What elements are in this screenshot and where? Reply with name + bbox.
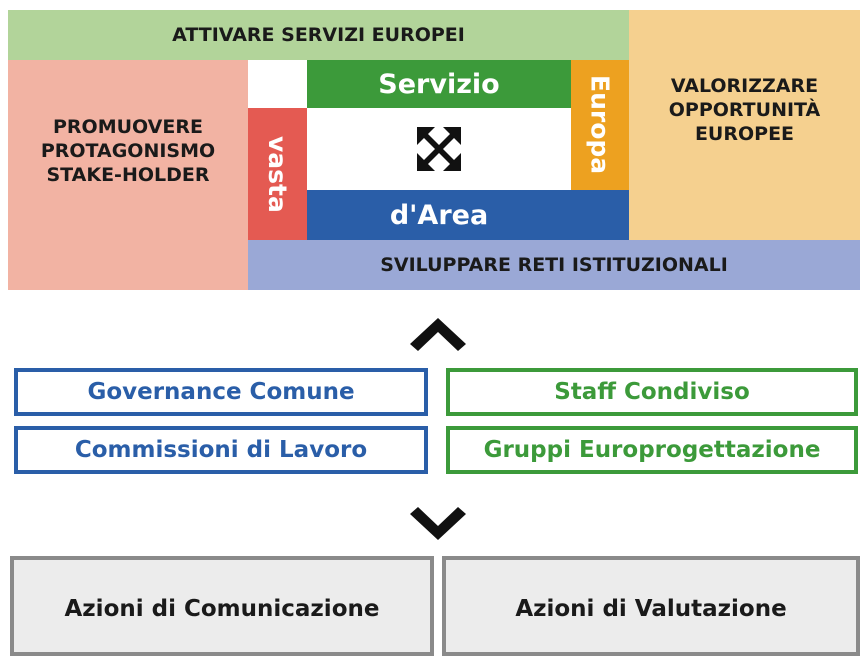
expand-arrows-icon	[417, 127, 461, 171]
sviluppare-reti-band: SVILUPPARE RETI ISTITUZIONALI	[248, 240, 860, 290]
chevron-down-icon	[410, 507, 466, 540]
vasta-bar: vasta	[248, 108, 307, 240]
attivare-servizi-europei-band: ATTIVARE SERVIZI EUROPEI	[8, 10, 629, 60]
staff-condiviso-box: Staff Condiviso	[446, 368, 858, 416]
gruppi-label: Gruppi Europrogettazione	[483, 437, 821, 463]
commissioni-di-lavoro-box: Commissioni di Lavoro	[14, 426, 428, 474]
comunicazione-label: Azioni di Comunicazione	[64, 596, 380, 622]
promuovere-block: PROMUOVERE PROTAGONISMO STAKE-HOLDER	[8, 60, 248, 290]
gruppi-europrogettazione-box: Gruppi Europrogettazione	[446, 426, 858, 474]
valutazione-label: Azioni di Valutazione	[515, 596, 787, 622]
commissioni-label: Commissioni di Lavoro	[74, 437, 368, 463]
servizio-label: Servizio	[378, 68, 500, 100]
chevron-up-icon	[410, 318, 466, 351]
vasta-label: vasta	[263, 135, 292, 213]
valorizzare-block: VALORIZZARE OPPORTUNITÀ EUROPEE	[629, 10, 860, 240]
valorizzare-line-3: EUROPEE	[694, 122, 795, 145]
azioni-valutazione-box: Azioni di Valutazione	[442, 556, 860, 656]
promuovere-line-2: PROTAGONISMO	[40, 140, 216, 163]
promuovere-line-1: PROMUOVERE	[53, 116, 203, 139]
promuovere-line-3: STAKE-HOLDER	[46, 163, 210, 186]
governance-label: Governance Comune	[87, 379, 355, 405]
servizio-bar: Servizio	[307, 60, 571, 108]
sviluppare-label: SVILUPPARE RETI ISTITUZIONALI	[380, 254, 728, 276]
valorizzare-line-1: VALORIZZARE	[670, 75, 819, 98]
valorizzare-line-2: OPPORTUNITÀ	[668, 99, 821, 122]
attivare-label: ATTIVARE SERVIZI EUROPEI	[172, 24, 465, 46]
area-bar: d'Area	[307, 190, 629, 240]
core-center	[307, 108, 571, 190]
governance-comune-box: Governance Comune	[14, 368, 428, 416]
europa-bar: Europa	[571, 60, 629, 190]
staff-label: Staff Condiviso	[554, 379, 750, 405]
europa-label: Europa	[585, 75, 615, 175]
azioni-comunicazione-box: Azioni di Comunicazione	[10, 556, 434, 656]
area-label: d'Area	[389, 199, 489, 231]
